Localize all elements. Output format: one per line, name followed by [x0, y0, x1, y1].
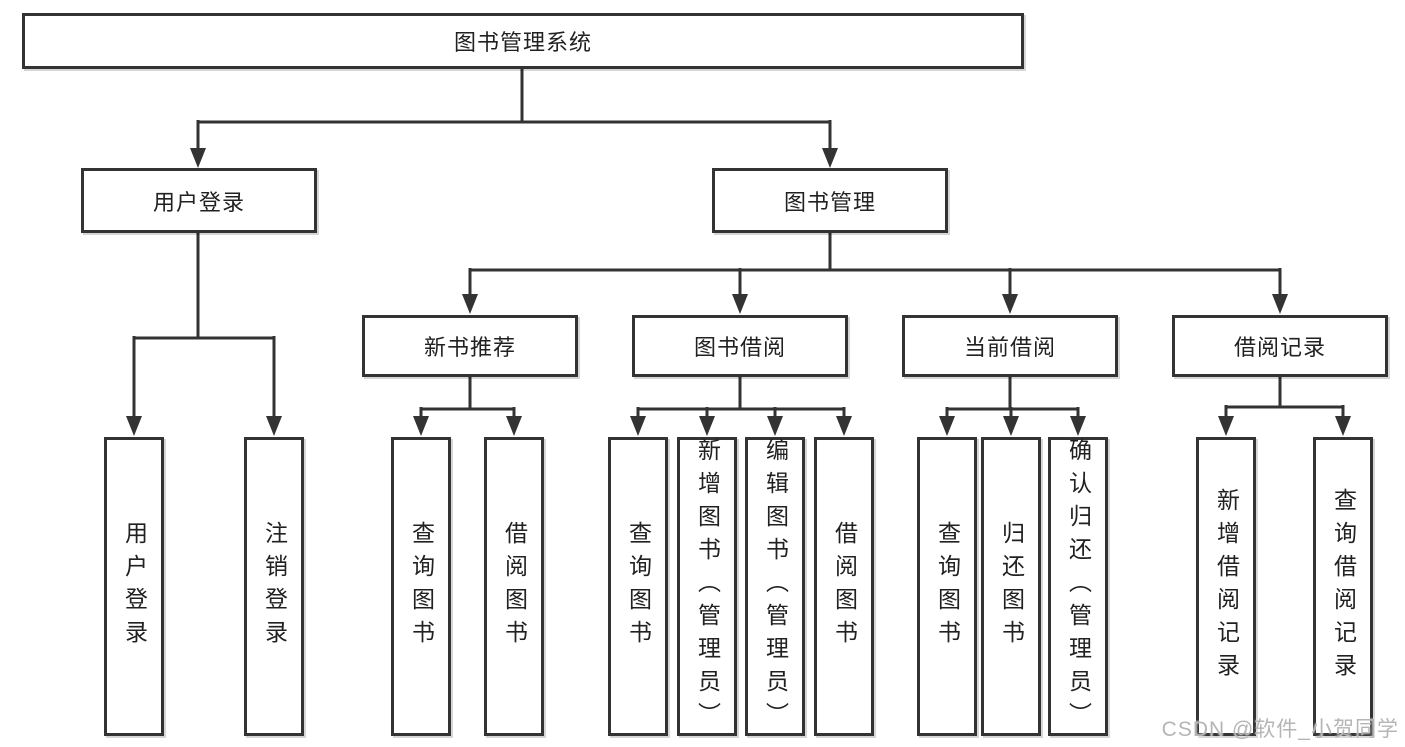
leaf-logout: 注销登录 [244, 437, 304, 736]
arrowheads [126, 148, 1351, 436]
leaf-recommend-borrow-books: 借阅图书 [484, 437, 544, 736]
node-book-management-label: 图书管理 [783, 189, 876, 215]
node-new-book-recommendation: 新书推荐 [362, 315, 578, 377]
watermark-text: CSDN @软件_小贺同学 [1161, 718, 1399, 741]
node-borrowing-records-label: 借阅记录 [1233, 335, 1326, 360]
leaf-user-login: 用户登录 [104, 437, 164, 736]
node-book-borrowing-label: 图书借阅 [693, 335, 786, 360]
node-current-borrowing-label: 当前借阅 [963, 335, 1056, 360]
node-book-management: 图书管理 [712, 168, 948, 233]
leaf-current-query-books: 查询图书 [917, 437, 977, 736]
leaf-records-add-record: 新增借阅记录 [1196, 437, 1256, 736]
node-user-login-label: 用户登录 [152, 189, 245, 215]
node-user-login: 用户登录 [81, 168, 317, 233]
leaf-current-confirm-return-admin: 确认归还（管理员） [1048, 437, 1108, 736]
node-library-system: 图书管理系统 [22, 13, 1024, 69]
leaf-borrowing-add-books-admin: 新增图书（管理员） [677, 437, 737, 736]
node-current-borrowing: 当前借阅 [902, 315, 1118, 377]
node-book-borrowing: 图书借阅 [632, 315, 848, 377]
connector-stems [132, 69, 1345, 418]
node-new-book-recommendation-label: 新书推荐 [423, 335, 516, 360]
leaf-current-return-books: 归还图书 [981, 437, 1041, 736]
node-borrowing-records: 借阅记录 [1172, 315, 1388, 377]
leaf-borrowing-query-books: 查询图书 [608, 437, 668, 736]
node-library-system-label: 图书管理系统 [453, 30, 592, 55]
leaf-recommend-query-books: 查询图书 [391, 437, 451, 736]
leaf-records-query-record: 查询借阅记录 [1313, 437, 1373, 736]
leaf-borrowing-edit-books-admin: 编辑图书（管理员） [745, 437, 805, 736]
leaf-borrowing-borrow-books: 借阅图书 [814, 437, 874, 736]
